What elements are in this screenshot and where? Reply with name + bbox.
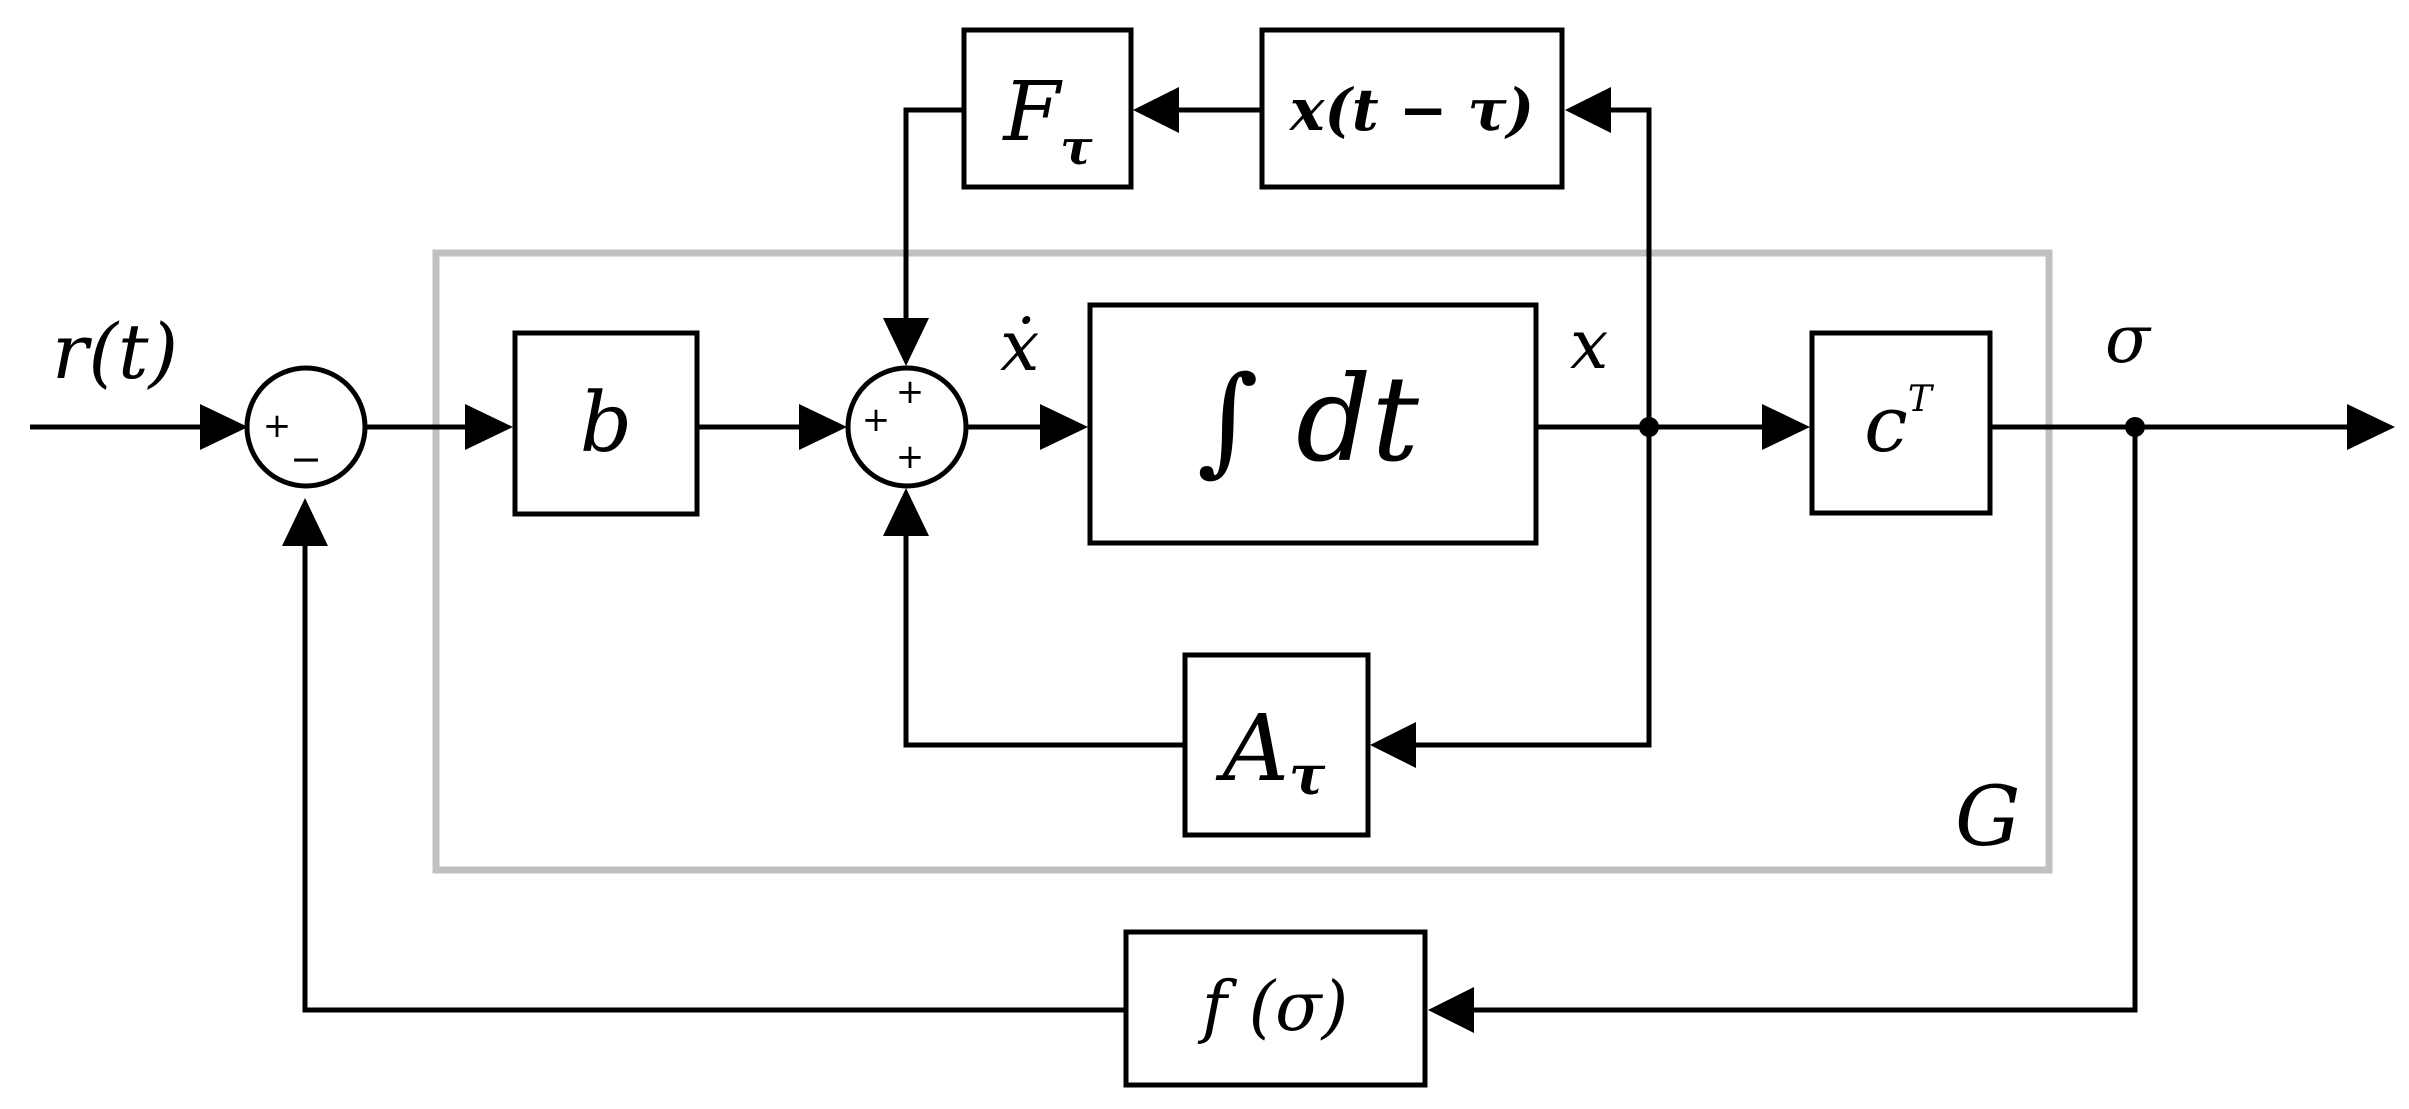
region-g-border: [432, 249, 2053, 874]
outer-sum-top-sign: +: [263, 406, 292, 446]
inner-sum-left-sign: +: [862, 400, 891, 440]
block-ftau-base: F: [1001, 65, 1063, 160]
block-f-tau: Fτ: [961, 27, 1134, 190]
arrowhead-to-ct: [1762, 404, 1810, 450]
line-atau-to-sum: [903, 535, 1183, 748]
arrowhead-ftau-into-sum: [883, 318, 929, 366]
line-x-to-delay: [1606, 107, 1652, 427]
signal-r-label: r(t): [52, 307, 178, 396]
input-arrowhead: [200, 404, 248, 450]
region-g-label: G: [1955, 770, 2021, 865]
block-delay: x(t − τ): [1259, 27, 1565, 190]
block-b-label: b: [580, 376, 633, 471]
line-ftau-to-sum: [903, 107, 964, 318]
block-integrator: ∫ dt: [1087, 302, 1539, 546]
signal-xdot-label: ẋ: [1000, 305, 1039, 387]
arrowhead-atau-into-sum: [883, 488, 929, 536]
block-f-sigma-label: f (σ): [1197, 968, 1348, 1047]
line-sigma-to-f: [1470, 427, 2138, 1013]
block-ct-base: c: [1864, 380, 1908, 470]
block-ct-label: cT: [1864, 379, 1935, 470]
arrowhead-to-f: [1428, 987, 1474, 1033]
inner-sum-top-sign: +: [896, 372, 925, 412]
arrowhead-to-b: [465, 404, 513, 450]
block-ftau-sub: τ: [1060, 120, 1093, 176]
line-x-to-atau: [1410, 427, 1652, 748]
block-delay-label: x(t − τ): [1288, 76, 1534, 144]
block-integrator-label: ∫ dt: [1197, 350, 1420, 488]
block-atau-label: Aτ: [1215, 695, 1326, 807]
arrowhead-to-integrator: [1040, 404, 1088, 450]
arrowhead-to-inner-sum: [799, 404, 847, 450]
arrowhead-to-ftau: [1133, 87, 1179, 133]
outer-sum-bottom-sign: −: [290, 437, 322, 481]
signal-sigma-label: σ: [2105, 301, 2152, 378]
block-b: b: [512, 330, 700, 517]
signal-x-label: x: [1570, 306, 1608, 385]
block-a-tau: Aτ: [1182, 652, 1371, 838]
block-atau-sub: τ: [1289, 743, 1326, 807]
block-atau-base: A: [1215, 695, 1289, 802]
arrowhead-f-into-outer-sum: [282, 498, 328, 546]
line-f-to-outer-sum: [302, 545, 1126, 1013]
output-arrowhead: [2347, 404, 2395, 450]
inner-summing-junction: + + +: [845, 365, 969, 489]
block-ftau-label: Fτ: [1001, 65, 1093, 176]
outer-summing-junction: + −: [244, 365, 368, 489]
block-c-transpose: cT: [1809, 330, 1993, 516]
block-ct-sup: T: [1908, 379, 1935, 420]
arrowhead-to-delay: [1565, 87, 1611, 133]
arrowhead-to-atau: [1370, 722, 1416, 768]
block-nonlinearity: f (σ): [1123, 929, 1428, 1088]
inner-sum-bottom-sign: +: [896, 437, 925, 477]
